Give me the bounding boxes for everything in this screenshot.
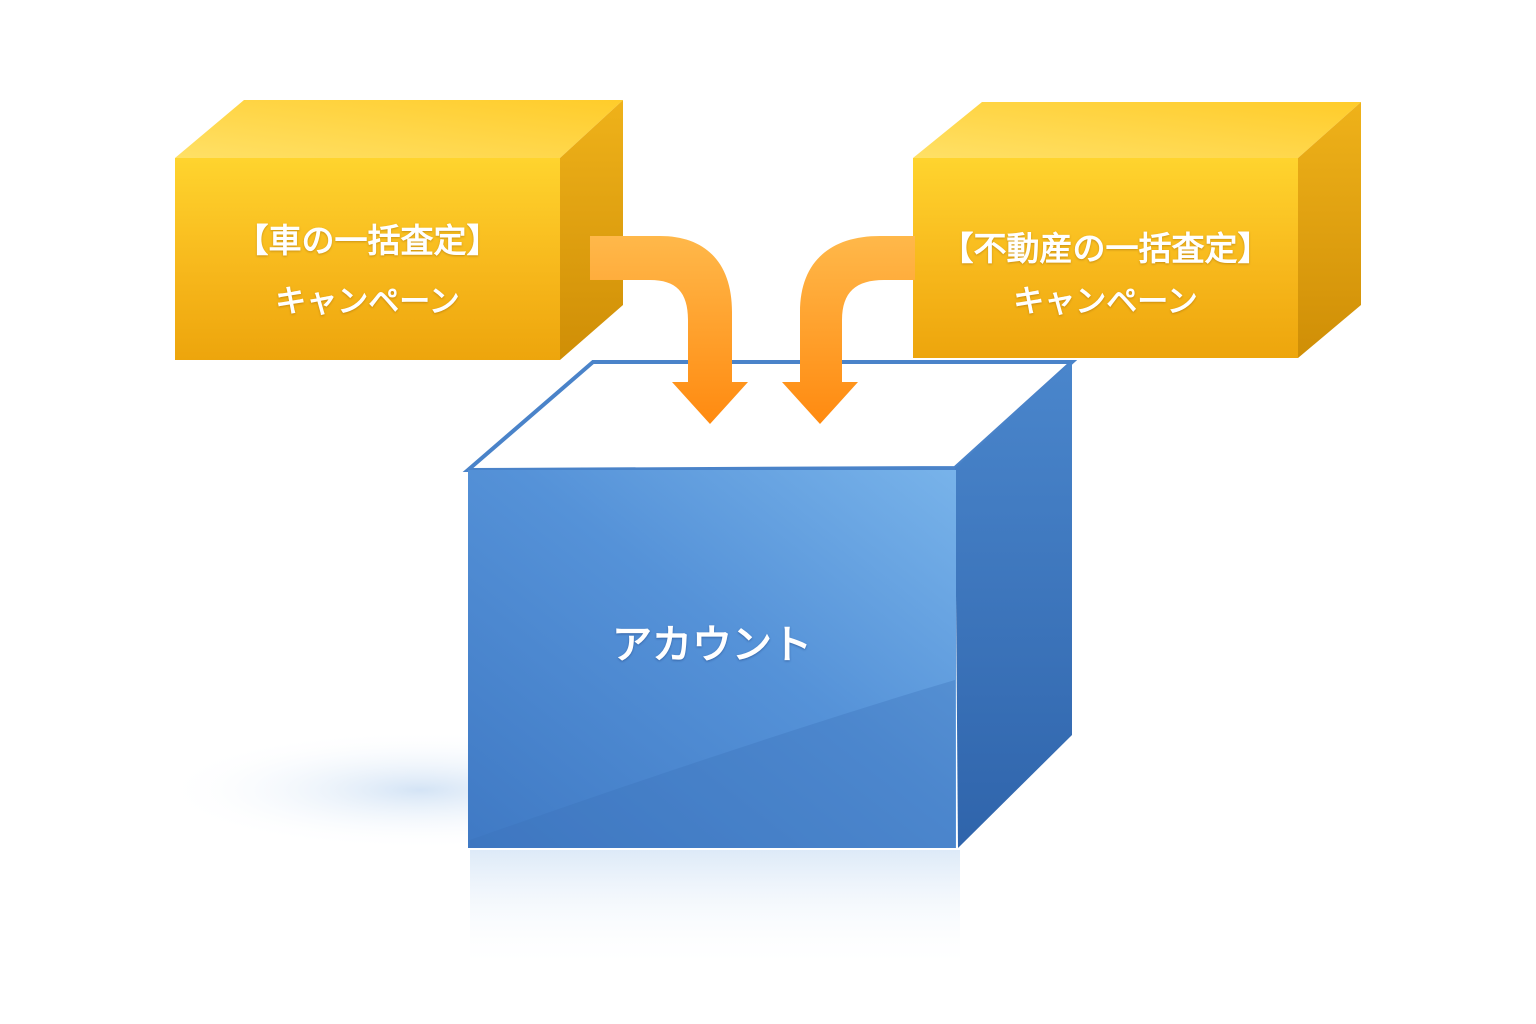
left-box [175, 100, 623, 360]
left-box-side [560, 100, 623, 360]
right-arrow [782, 236, 915, 424]
left-box-title: 【車の一括査定】 [235, 221, 500, 260]
right-box-top [913, 102, 1361, 158]
left-box-top [175, 100, 623, 158]
box-reflection [470, 850, 960, 970]
center-box [462, 360, 1078, 848]
right-box-front [913, 158, 1298, 358]
left-box-front [175, 158, 560, 360]
right-box [913, 102, 1361, 358]
center-box-gloss [470, 680, 955, 848]
center-box-label: アカウント [612, 622, 812, 668]
left-arrow [590, 236, 748, 424]
center-box-front [468, 470, 956, 848]
right-box-side [1298, 102, 1361, 358]
right-box-title: 【不動産の一括査定】 [940, 229, 1271, 268]
left-box-subtitle: キャンペーン [275, 284, 460, 320]
center-box-side [955, 362, 1072, 848]
right-box-subtitle: キャンペーン [1013, 284, 1198, 320]
